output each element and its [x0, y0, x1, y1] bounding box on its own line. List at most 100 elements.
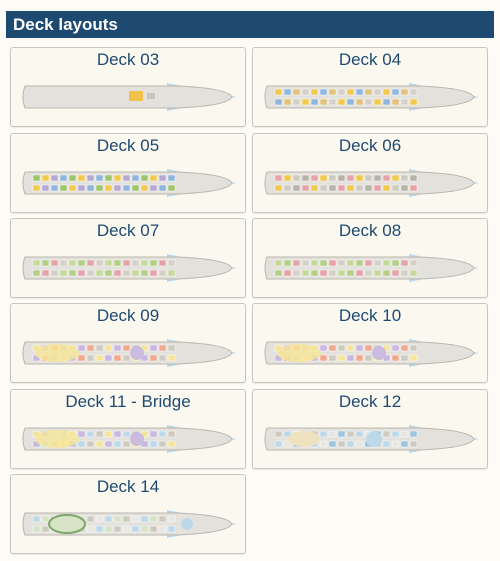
deck-block — [149, 174, 158, 182]
deck-block — [104, 354, 113, 362]
deck-block — [77, 344, 86, 352]
deck-map-image — [264, 339, 479, 367]
deck-block — [104, 269, 113, 277]
deck-card-11[interactable]: Deck 11 - Bridge — [10, 389, 246, 469]
deck-block — [77, 184, 86, 192]
deck-area — [130, 432, 144, 446]
deck-block — [382, 98, 391, 106]
deck-block — [41, 269, 50, 277]
deck-block — [77, 259, 86, 267]
deck-block — [391, 269, 400, 277]
deck-block — [400, 344, 409, 352]
deck-block — [283, 88, 292, 96]
deck-block — [337, 344, 346, 352]
deck-block — [158, 269, 167, 277]
deck-card-06[interactable]: Deck 06 — [252, 133, 488, 213]
deck-block — [391, 88, 400, 96]
deck-map-image — [22, 339, 237, 367]
deck-block — [391, 184, 400, 192]
deck-block — [346, 430, 355, 438]
deck-block — [131, 174, 140, 182]
deck-block — [346, 98, 355, 106]
deck-card-07[interactable]: Deck 07 — [10, 218, 246, 298]
deck-block — [400, 269, 409, 277]
deck-block — [364, 344, 373, 352]
deck-block — [292, 259, 301, 267]
deck-block — [77, 440, 86, 448]
deck-block — [129, 91, 143, 101]
deck-block — [373, 174, 382, 182]
deck-block — [391, 344, 400, 352]
deck-map-image — [264, 83, 479, 111]
deck-block — [400, 354, 409, 362]
deck-block — [113, 269, 122, 277]
deck-card-05[interactable]: Deck 05 — [10, 133, 246, 213]
deck-block — [301, 174, 310, 182]
deck-block — [400, 98, 409, 106]
deck-block — [32, 184, 41, 192]
deck-block — [409, 344, 418, 352]
section-title: Deck layouts — [13, 15, 118, 34]
deck-block — [337, 430, 346, 438]
deck-block — [104, 515, 113, 523]
deck-block — [167, 174, 176, 182]
deck-block — [274, 269, 283, 277]
deck-block — [310, 98, 319, 106]
deck-block — [409, 430, 418, 438]
deck-block — [319, 440, 328, 448]
deck-block — [113, 174, 122, 182]
deck-block — [319, 174, 328, 182]
deck-block — [292, 184, 301, 192]
deck-card-08[interactable]: Deck 08 — [252, 218, 488, 298]
deck-block — [337, 174, 346, 182]
deck-block — [86, 440, 95, 448]
deck-block — [301, 269, 310, 277]
deck-block — [104, 174, 113, 182]
deck-block — [337, 269, 346, 277]
deck-block — [355, 430, 364, 438]
deck-block — [364, 354, 373, 362]
deck-block — [328, 98, 337, 106]
deck-block — [301, 259, 310, 267]
deck-block — [355, 354, 364, 362]
deck-card-14[interactable]: Deck 14 — [10, 474, 246, 554]
deck-block — [68, 269, 77, 277]
deck-card-12[interactable]: Deck 12 — [252, 389, 488, 469]
deck-title: Deck 14 — [96, 477, 160, 496]
deck-block — [104, 525, 113, 533]
deck-block — [319, 98, 328, 106]
deck-block — [310, 174, 319, 182]
deck-block — [319, 259, 328, 267]
deck-card-03[interactable]: Deck 03 — [10, 47, 246, 127]
hull-shape — [22, 85, 233, 109]
deck-block — [355, 184, 364, 192]
deck-block — [140, 525, 149, 533]
deck-block — [167, 515, 176, 523]
deck-block — [86, 525, 95, 533]
deck-block — [77, 174, 86, 182]
deck-card-09[interactable]: Deck 09 — [10, 303, 246, 383]
deck-block — [122, 184, 131, 192]
deck-block — [400, 174, 409, 182]
deck-block — [346, 354, 355, 362]
deck-map-image — [264, 254, 479, 282]
deck-block — [364, 98, 373, 106]
deck-block — [158, 525, 167, 533]
deck-card-10[interactable]: Deck 10 — [252, 303, 488, 383]
deck-block — [167, 259, 176, 267]
deck-block — [319, 354, 328, 362]
deck-block — [122, 354, 131, 362]
deck-block — [310, 184, 319, 192]
deck-block — [346, 259, 355, 267]
deck-block — [328, 259, 337, 267]
deck-block — [95, 515, 104, 523]
deck-block — [122, 344, 131, 352]
deck-card-04[interactable]: Deck 04 — [252, 47, 488, 127]
deck-block — [95, 344, 104, 352]
deck-area — [288, 431, 320, 447]
deck-title: Deck 04 — [338, 50, 402, 69]
deck-block — [131, 269, 140, 277]
deck-block — [283, 184, 292, 192]
deck-block — [59, 184, 68, 192]
deck-block — [364, 174, 373, 182]
